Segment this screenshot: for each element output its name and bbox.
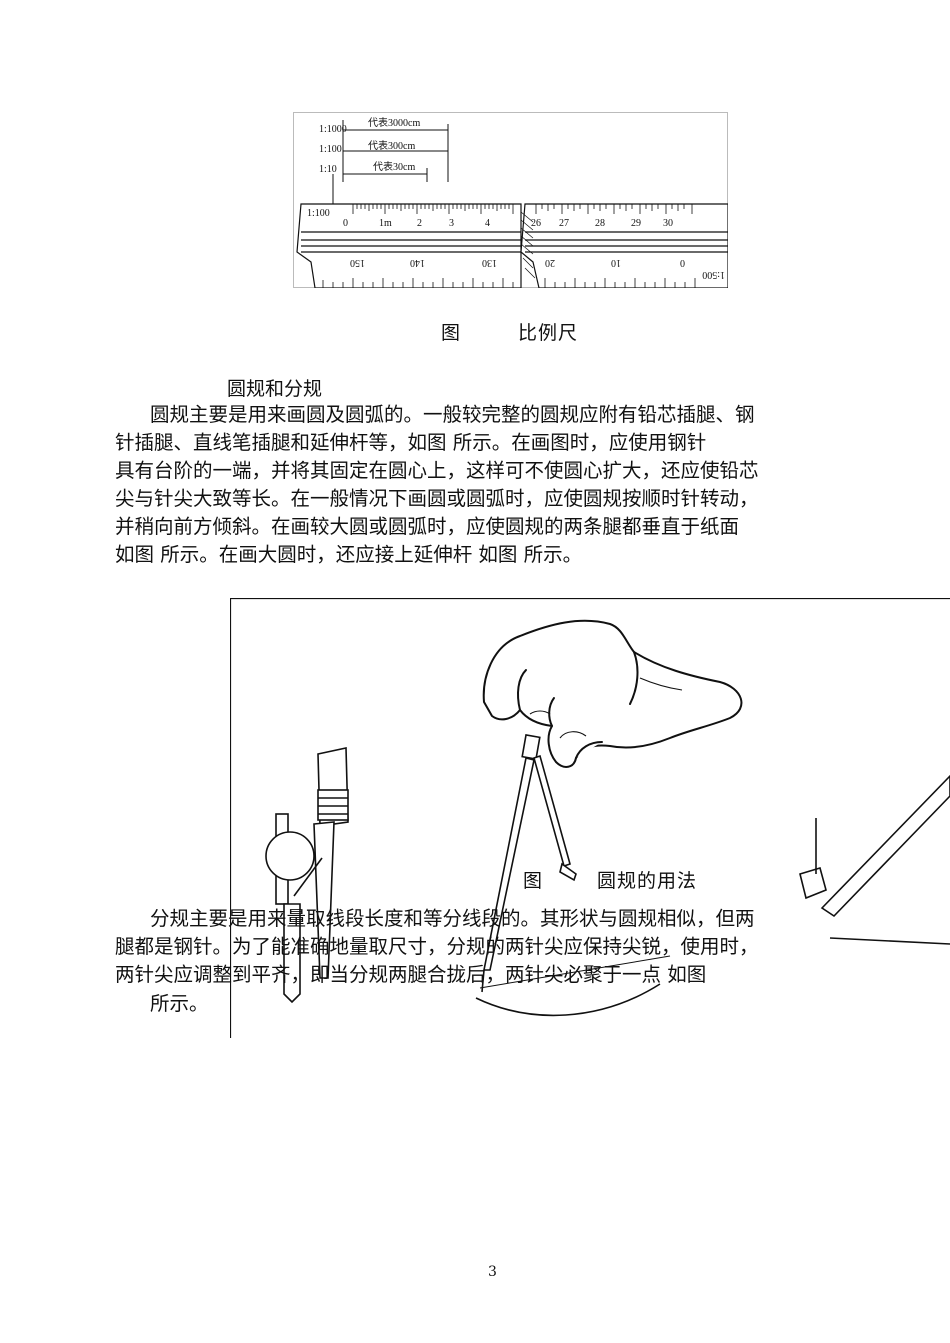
tick-label: 28	[595, 218, 605, 229]
tick-label: 4	[485, 218, 490, 229]
para2-line: 两针尖应调整到平齐，即当分规两腿合拢后，两针尖必聚于一点 如图	[115, 963, 707, 986]
tick-label: 140	[410, 257, 425, 268]
tick-label: 1m	[379, 218, 392, 229]
tick-label: 0	[343, 218, 348, 229]
span-label-3000: 代表3000cm	[368, 116, 420, 129]
para2-line: 所示。	[150, 992, 209, 1015]
section-heading: 圆规和分规	[227, 378, 323, 400]
span-label-300: 代表300cm	[368, 139, 415, 152]
tick-label: 27	[559, 218, 569, 229]
tick-label: 30	[663, 218, 673, 229]
para1-line: 针插腿、直线笔插腿和延伸杆等，如图 所示。在画图时，应使用钢针	[115, 431, 707, 454]
span-label-30: 代表30cm	[373, 160, 415, 173]
scale-label-1000: 1:1000	[319, 124, 347, 135]
para2-line: 腿都是钢针。为了能准确地量取尺寸，分规的两针尖应保持尖锐，使用时，	[115, 935, 759, 958]
ruler-scale-right: 1:500	[702, 269, 725, 280]
scale-label-100: 1:100	[319, 144, 342, 155]
para1-line: 如图 所示。在画大圆时，还应接上延伸杆 如图 所示。	[115, 543, 583, 566]
tick-label: 20	[545, 257, 555, 268]
tick-label: 130	[482, 257, 497, 268]
compass-usage-figure	[229, 597, 950, 1038]
para1-line: 圆规主要是用来画圆及圆弧的。一般较完整的圆规应附有铅芯插腿、钢	[150, 403, 755, 426]
compass-usage-drawing	[229, 597, 950, 1038]
para1-line: 尖与针尖大致等长。在一般情况下画圆或圆弧时，应使圆规按顺时针转动，	[115, 487, 759, 510]
tick-label: 29	[631, 218, 641, 229]
tick-label: 150	[350, 257, 365, 268]
para1-line: 并稍向前方倾斜。在画较大圆或圆弧时，应使圆规的两条腿都垂直于纸面	[115, 515, 740, 538]
figure2-caption-label: 图	[523, 870, 544, 892]
tick-label: 0	[680, 257, 685, 268]
scale-ruler-figure: 1:1000 1:100 1:10 代表3000cm 代表300cm 代表30c…	[293, 112, 729, 289]
tick-label: 26	[531, 218, 541, 229]
tick-label: 10	[611, 257, 621, 268]
ruler-scale-left: 1:100	[307, 208, 330, 219]
scale-label-10: 1:10	[319, 164, 337, 175]
page-number: 3	[488, 1264, 497, 1280]
figure1-caption-label: 图	[441, 322, 462, 344]
para1-line: 具有台阶的一端，并将其固定在圆心上，这样可不使圆心扩大，还应使铅芯	[115, 459, 759, 482]
figure2-caption-text: 圆规的用法	[597, 870, 698, 892]
figure1-caption-text: 比例尺	[518, 322, 579, 344]
tick-label: 2	[417, 218, 422, 229]
scale-ruler-drawing: 1:1000 1:100 1:10 代表3000cm 代表300cm 代表30c…	[293, 112, 729, 289]
tick-label: 3	[449, 218, 454, 229]
para2-line: 分规主要是用来量取线段长度和等分线段的。其形状与圆规相似，但两	[150, 907, 755, 930]
